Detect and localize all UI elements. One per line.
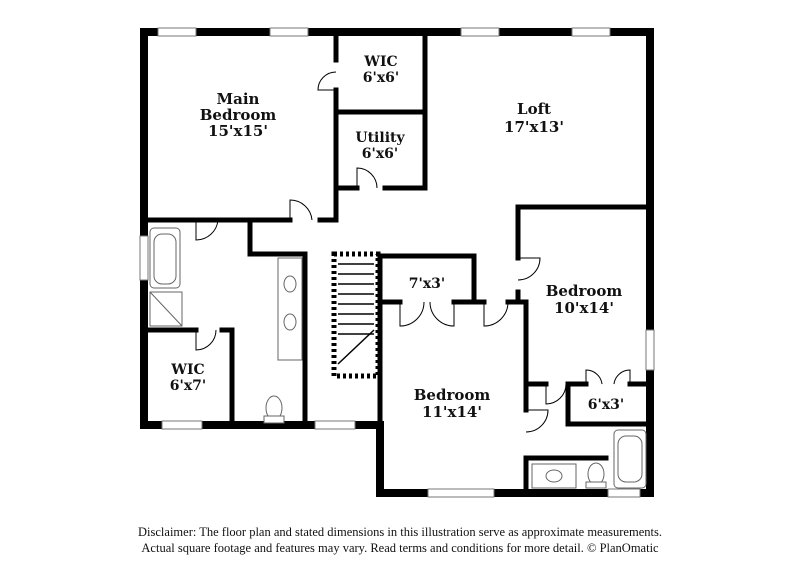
room-labels: Main Bedroom 15'x15' WIC 6'x6' Utility 6… [170,54,624,421]
wic-left-size: 6'x7' [170,378,206,394]
interior-walls [141,29,653,496]
vanity-left [277,257,303,361]
loft-label: Loft [517,100,551,118]
main-bedroom-size: 15'x15' [208,122,268,140]
disclaimer: Disclaimer: The floor plan and stated di… [0,524,800,556]
wic-top-label: WIC [363,54,397,70]
wic-left-label: WIC [170,362,204,378]
windows [139,27,655,498]
disclaimer-line-2: Actual square footage and features may v… [141,541,659,555]
door-swings [195,71,631,433]
loft-size: 17'x13' [504,118,564,136]
utility-label: Utility [355,130,405,146]
bedroom-right-size: 10'x14' [554,299,614,317]
main-bedroom-label: Main [217,90,260,108]
utility-size: 6'x6' [362,146,398,162]
bedroom-center-label: Bedroom [414,386,491,404]
closet-right-size: 6'x3' [588,397,624,413]
bedroom-right-label: Bedroom [546,282,623,300]
vanity-right [531,463,577,489]
bedroom-center-size: 11'x14' [422,403,482,421]
stairs [331,251,381,379]
bath-fixtures [149,227,647,489]
disclaimer-line-1: Disclaimer: The floor plan and stated di… [138,525,662,539]
exterior-walls [140,28,654,497]
closet-center-size: 7'x3' [409,276,445,292]
main-bedroom-label-2: Bedroom [200,106,277,124]
wic-top-size: 6'x6' [363,70,399,86]
